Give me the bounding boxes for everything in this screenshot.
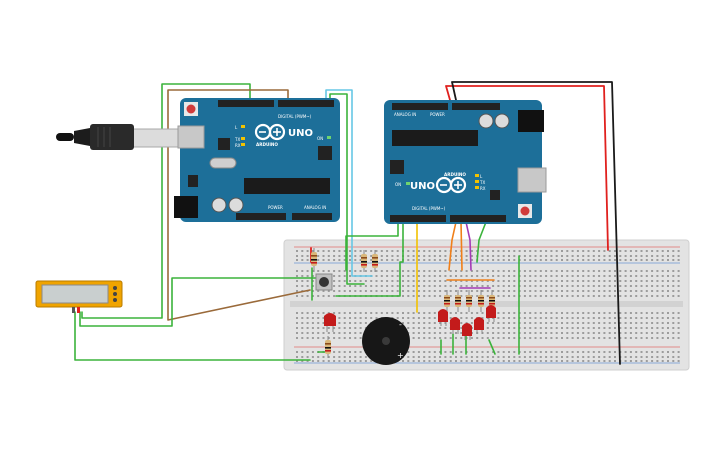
led-tx-label-r: TX [479,180,485,185]
regulator [188,175,198,187]
usb-port[interactable] [177,125,205,149]
arduino-logo-icon [254,123,286,141]
board-model: UNO [288,128,313,139]
header-digital-low-r[interactable] [390,215,446,222]
led-resistor-2[interactable] [455,290,461,312]
led-tx-r [475,180,479,183]
capacitor-2 [228,197,244,213]
breadboard[interactable] [283,239,690,371]
led-l-label-r: L [480,174,483,179]
reset-button-icon[interactable] [184,102,198,116]
led-on [327,136,331,139]
wire-green-lcd2[interactable] [79,277,319,327]
wire-green-top[interactable] [81,83,251,319]
led-resistor-1[interactable] [444,290,450,312]
board-model-r: UNO [410,181,435,192]
wire-red-power[interactable] [445,85,609,251]
wire-cyan[interactable] [325,89,373,277]
led-4[interactable] [474,317,484,334]
atmega-chip-r [392,130,478,146]
piezo-buzzer-icon[interactable]: - + [362,317,410,365]
led-1[interactable] [438,309,448,326]
led-l-r [475,174,479,177]
arduino-uno-left[interactable]: UNO ARDUINO DIGITAL (PWM~) POWER ANALOG … [174,98,340,222]
digital-label: DIGITAL (PWM~) [278,114,312,119]
led-resistor-4[interactable] [478,290,484,312]
wire-brown[interactable] [167,89,311,321]
led-rx-label-r: RX [480,186,486,191]
led-resistor-group[interactable] [444,290,495,312]
header-digital-low[interactable] [278,100,334,107]
led-5[interactable] [486,305,496,322]
usb-port-r[interactable] [517,167,547,193]
capacitor-1 [211,197,227,213]
resistor-2[interactable] [361,250,367,272]
digital-label-r: DIGITAL (PWM~) [412,206,446,211]
usb-chip-r [490,190,500,200]
header-power[interactable] [236,213,286,220]
wire-green-right2[interactable] [335,221,404,297]
lcd-module-icon[interactable] [35,280,123,313]
wires[interactable] [74,81,621,365]
capacitor-r1 [478,113,494,129]
usb-chip [218,138,230,150]
on-label-r: ON [395,182,401,187]
power-label-r: POWER [430,112,445,117]
svg-text:+: + [397,351,404,360]
led-2[interactable] [450,317,460,334]
arduino-uno-right[interactable]: UNO ARDUINO DIGITAL (PWM~) POWER ANALOG … [384,100,547,224]
wire-black-gnd[interactable] [451,81,621,365]
led-l-label: L [235,125,238,130]
power-jack[interactable] [174,196,198,218]
header-analog[interactable] [292,213,332,220]
capacitor-r2 [494,113,510,129]
atmega-chip [244,178,330,194]
wire-green-right[interactable] [345,221,399,271]
resistor-4[interactable] [325,336,331,358]
power-jack-r[interactable] [518,110,544,132]
resistor-3[interactable] [372,250,378,272]
analog-label: ANALOG IN [304,205,326,210]
on-label: ON [317,136,323,141]
arduino-logo-icon [435,176,467,194]
analog-label-r: ANALOG IN [394,112,416,117]
wire-green-mid[interactable] [329,93,365,285]
wire-green-v5[interactable] [488,339,496,355]
led-l [241,125,245,128]
wire-green-lcd[interactable] [74,311,311,361]
led-left[interactable] [324,313,336,332]
icsp-header[interactable] [318,146,332,160]
breadboard-center-channel [290,301,683,307]
header-digital-high[interactable] [218,100,274,107]
led-rx-label: RX [235,143,241,148]
led-rx-r [475,186,479,189]
svg-text:-: - [399,320,402,329]
pushbutton-icon[interactable] [315,273,333,291]
led-3[interactable] [462,323,472,340]
wire-orange-1[interactable] [448,221,457,271]
resistors[interactable] [311,248,495,358]
board-brand-r: ARDUINO [444,172,466,177]
reset-button-icon[interactable] [518,204,532,218]
header-analog-r[interactable] [392,103,448,110]
led-tx-label: TX [234,137,240,142]
crystal [209,157,237,169]
power-label: POWER [268,205,283,210]
led-rx [241,143,245,146]
led-tx [241,137,245,140]
wire-green-r3[interactable] [476,221,487,263]
led-resistor-3[interactable] [466,290,472,312]
board-brand: ARDUINO [256,142,278,147]
wire-purple[interactable] [465,221,472,271]
wire-orange-2[interactable] [460,221,463,271]
header-power-r[interactable] [452,103,500,110]
resistor-1[interactable] [311,248,317,272]
icsp-header-r[interactable] [390,160,404,174]
led-group[interactable] [438,305,496,340]
header-digital-high-r[interactable] [450,215,506,222]
led-on-r [406,182,410,185]
